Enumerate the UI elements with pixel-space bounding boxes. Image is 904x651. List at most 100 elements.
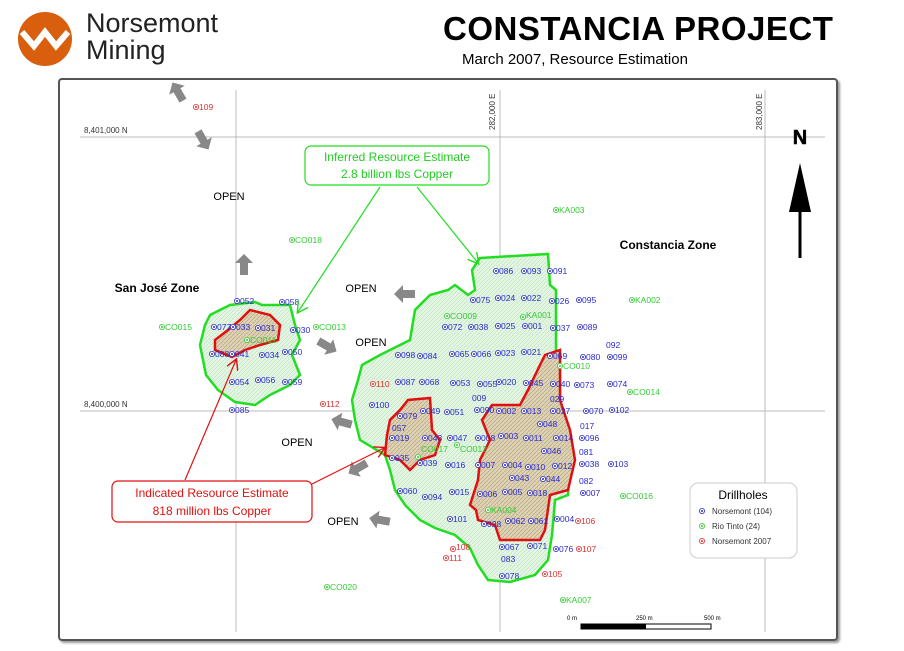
drillhole: 007 <box>580 488 600 498</box>
drillhole-label: CO016 <box>626 491 653 501</box>
drillhole: 061 <box>528 516 548 526</box>
inferred-callout <box>304 145 490 186</box>
drillhole-label: CO020 <box>330 582 357 592</box>
drillhole: 014 <box>553 433 573 443</box>
drillhole-label: 010 <box>531 462 545 472</box>
drillhole-label: CO012 <box>460 444 487 454</box>
drillhole: 091 <box>547 266 567 276</box>
drillhole: KA001 <box>520 310 552 320</box>
drillhole-label: 030 <box>296 325 310 335</box>
drillhole-label: 052 <box>240 296 254 306</box>
drillhole-label: 020 <box>502 377 516 387</box>
drillhole: 043 <box>421 433 442 443</box>
open-label: OPEN <box>213 191 244 203</box>
grid-label-east-right: 283,000 E <box>755 94 764 130</box>
open-label: OPEN <box>355 337 386 349</box>
drillhole: CO018 <box>288 235 322 245</box>
drillhole-label: 017 <box>580 421 594 431</box>
drillhole: 050 <box>281 347 302 357</box>
drillhole: 033 <box>229 322 250 332</box>
drillhole: CO017 <box>414 444 448 460</box>
drillhole: CO010 <box>557 361 590 371</box>
drillhole: 008 <box>474 433 495 443</box>
drillhole: 055 <box>476 379 497 389</box>
drillhole-label: 029 <box>550 394 564 404</box>
grid-label-north-upper: 8,401,000 N <box>84 126 128 135</box>
drillhole: 065 <box>448 349 469 359</box>
drillhole: 005 <box>501 487 522 497</box>
drillhole: 040 <box>550 379 570 389</box>
drillhole: KA003 <box>553 205 585 215</box>
drillhole: 011 <box>523 433 543 443</box>
drillhole: 107 <box>576 544 596 554</box>
drillhole-label: 091 <box>553 266 567 276</box>
drillhole-label: 081 <box>579 447 593 457</box>
drillhole: 062 <box>504 516 525 526</box>
drillhole: 095 <box>576 295 596 305</box>
drillhole-label: 070 <box>589 406 603 416</box>
drillhole: 072 <box>441 322 462 332</box>
drillhole-label: 055 <box>483 379 497 389</box>
drillhole: 059 <box>281 377 302 387</box>
drillhole: 019 <box>388 433 409 443</box>
drillhole-label: 075 <box>476 295 490 305</box>
drillhole-label: 112 <box>326 399 340 409</box>
open-label: OPEN <box>327 516 358 528</box>
drillhole-label: 079 <box>403 411 417 421</box>
zone-label-san-jose: San José Zone <box>115 281 200 295</box>
drillhole-label: 035 <box>395 453 409 463</box>
drillhole-label: 058 <box>285 297 299 307</box>
drillhole-label: 001 <box>528 321 542 331</box>
indicated-callout-line1: Indicated Resource Estimate <box>135 486 289 500</box>
drillhole: 038 <box>579 459 599 469</box>
drillhole: 054 <box>228 377 249 387</box>
open-arrow-icon <box>348 459 369 477</box>
drillhole: 075 <box>469 295 490 305</box>
drillhole: 071 <box>527 541 547 551</box>
drillhole: 081 <box>579 447 593 457</box>
drillhole: 028 <box>480 519 501 529</box>
drillhole: 001 <box>522 321 542 331</box>
drillhole-label: 090 <box>480 405 494 415</box>
indicated-callout <box>111 480 313 523</box>
drillhole-label: 096 <box>585 433 599 443</box>
drillhole: 103 <box>608 459 628 469</box>
drillhole: 026 <box>549 296 569 306</box>
drillhole: 023 <box>494 348 515 358</box>
drillhole-label: 110 <box>376 379 390 389</box>
scale-mid: 250 m <box>636 616 653 622</box>
drillhole: 053 <box>449 378 470 388</box>
drillhole: 088 <box>208 349 229 359</box>
drillhole-label: 101 <box>453 514 467 524</box>
drillhole-label: 022 <box>527 293 541 303</box>
zone-label-constancia: Constancia Zone <box>620 238 717 252</box>
drillhole: 018 <box>527 488 547 498</box>
drillhole-label: 062 <box>511 516 525 526</box>
drillhole-label: 026 <box>555 296 569 306</box>
drillhole: 060 <box>396 486 417 496</box>
drillhole: 074 <box>607 379 627 389</box>
drillhole-label: CO013 <box>319 322 346 332</box>
drillhole-label: 012 <box>558 461 572 471</box>
drillhole: 073 <box>574 380 594 390</box>
drillhole: 083 <box>501 554 515 564</box>
drillhole-label: 049 <box>426 406 440 416</box>
drillhole-label: 016 <box>451 460 465 470</box>
open-arrow-icon <box>169 82 187 103</box>
drillhole: 015 <box>448 487 469 497</box>
drillhole-label: 051 <box>450 407 464 417</box>
drillhole-label: CO017 <box>421 444 448 454</box>
drillhole-label: 111 <box>449 553 462 563</box>
drillhole-label: 067 <box>505 542 519 552</box>
drillhole-label: 060 <box>403 486 417 496</box>
drillhole: 047 <box>446 433 467 443</box>
scale-start: 0 m <box>567 616 577 622</box>
drillhole: 098 <box>394 350 415 360</box>
drillhole-label: 061 <box>534 516 548 526</box>
drillhole: 003 <box>497 431 518 441</box>
drillhole: 056 <box>254 375 275 385</box>
drillhole: 105 <box>542 569 562 579</box>
drillhole-label: 089 <box>583 322 597 332</box>
